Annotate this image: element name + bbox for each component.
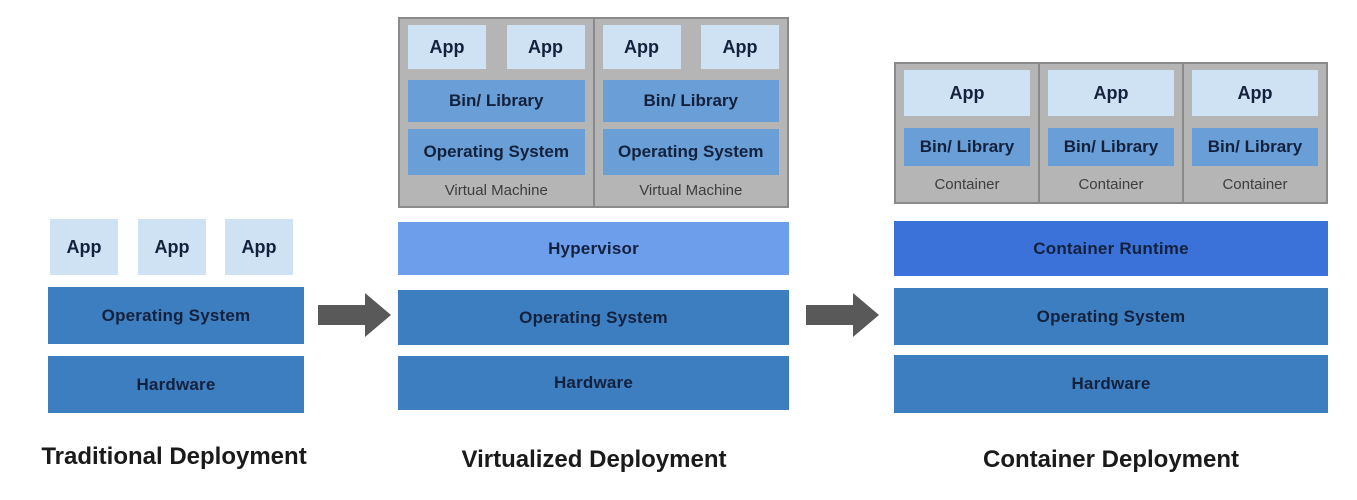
app-box: App xyxy=(701,25,779,69)
container-runtime-layer: Container Runtime xyxy=(894,221,1328,276)
virtual-machine-caption: Virtual Machine xyxy=(639,182,743,199)
container-box: App Bin/ Library Container xyxy=(1038,64,1182,202)
hardware-layer: Hardware xyxy=(48,356,304,413)
hardware-layer: Hardware xyxy=(398,356,789,410)
container-column-title: Container Deployment xyxy=(982,446,1240,473)
app-box: App xyxy=(408,25,486,69)
app-box: App xyxy=(506,25,585,69)
vm-app-row: App App xyxy=(408,25,585,69)
guest-os-layer: Operating System xyxy=(408,129,585,175)
operating-system-layer: Operating System xyxy=(48,287,304,344)
bin-library-layer: Bin/ Library xyxy=(904,128,1030,166)
virtual-machine-box: App App Bin/ Library Operating System Vi… xyxy=(592,19,788,206)
vm-app-row: App App xyxy=(602,25,779,69)
hardware-layer: Hardware xyxy=(894,355,1328,413)
bin-library-layer: Bin/ Library xyxy=(602,80,779,122)
operating-system-layer: Operating System xyxy=(398,290,789,345)
container-box: App Bin/ Library Container xyxy=(896,64,1038,202)
arrow-right-icon xyxy=(318,293,391,337)
app-box: App xyxy=(225,219,293,275)
container-box: App Bin/ Library Container xyxy=(1182,64,1326,202)
virtual-machine-caption: Virtual Machine xyxy=(444,182,548,199)
container-caption: Container xyxy=(1222,175,1288,193)
app-box: App xyxy=(1048,70,1174,116)
container-caption: Container xyxy=(934,175,1000,193)
virtualized-column-title: Virtualized Deployment xyxy=(461,446,727,473)
traditional-column-title: Traditional Deployment xyxy=(41,443,307,470)
app-box: App xyxy=(1192,70,1318,116)
app-box: App xyxy=(50,219,118,275)
app-box: App xyxy=(602,25,681,69)
virtual-machine-box: App App Bin/ Library Operating System Vi… xyxy=(400,19,593,206)
hypervisor-layer: Hypervisor xyxy=(398,222,789,275)
bin-library-layer: Bin/ Library xyxy=(1048,128,1174,166)
bin-library-layer: Bin/ Library xyxy=(408,80,585,122)
arrow-right-icon xyxy=(806,293,879,337)
bin-library-layer: Bin/ Library xyxy=(1192,128,1318,166)
app-box: App xyxy=(904,70,1030,116)
container-caption: Container xyxy=(1078,175,1144,193)
containers-group: App Bin/ Library Container App Bin/ Libr… xyxy=(894,62,1328,204)
guest-os-layer: Operating System xyxy=(602,129,779,175)
operating-system-layer: Operating System xyxy=(894,288,1328,345)
virtual-machines-group: App App Bin/ Library Operating System Vi… xyxy=(398,17,789,208)
app-box: App xyxy=(138,219,206,275)
